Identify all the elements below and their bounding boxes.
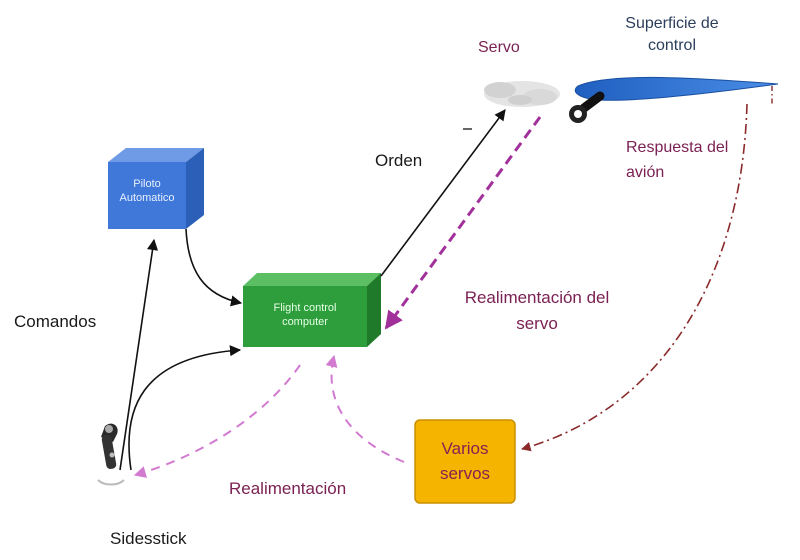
sidestick-icon xyxy=(97,423,125,486)
label-servo: Servo xyxy=(478,39,520,56)
varios-servos-box xyxy=(414,419,516,504)
airfoil-icon xyxy=(574,76,779,101)
fcc-line1: Flight control xyxy=(273,302,337,314)
arrow-sidestick-to-fcc xyxy=(128,345,242,471)
arrow-fcc-to-servo xyxy=(380,109,506,277)
pink-feedback-arrows xyxy=(133,354,405,478)
hinge-icon xyxy=(569,91,605,123)
arrow-sidestick-to-piloto xyxy=(119,238,159,471)
label-superficie-control: Superficie de control xyxy=(625,15,719,54)
label-orden: Orden xyxy=(375,151,423,170)
flight-control-computer-box xyxy=(243,273,381,347)
piloto-line1: Piloto xyxy=(133,178,161,190)
piloto-automatico-text: Piloto Automatico xyxy=(108,178,186,206)
piloto-line2: Automatico xyxy=(119,191,175,204)
piloto-automatico-box xyxy=(108,148,204,229)
arrow-servo-feedback xyxy=(384,116,542,330)
label-realimentacion: Realimentación xyxy=(229,479,347,498)
fcc-line2: computer xyxy=(282,315,328,328)
flight-control-computer-text: Flight control computer xyxy=(243,302,367,330)
black-arrows xyxy=(119,109,506,471)
arrow-varios-to-fcc xyxy=(325,354,405,463)
arrow-piloto-to-fcc xyxy=(185,228,243,307)
servo-icon xyxy=(484,81,560,107)
varios-line1: Varios xyxy=(441,439,489,458)
varios-line2: servos xyxy=(439,463,491,483)
label-realimentacion-servo: Realimentación del servo xyxy=(464,288,610,334)
label-sidestick: Sidesstick xyxy=(110,529,187,548)
varios-servos-text: Varios servos xyxy=(415,437,515,486)
arrow-fcc-to-sidestick xyxy=(133,364,301,478)
label-comandos: Comandos xyxy=(14,312,97,331)
arrow-aircraft-response xyxy=(521,103,748,452)
label-respuesta-avion: Respuesta del avión xyxy=(626,139,729,181)
